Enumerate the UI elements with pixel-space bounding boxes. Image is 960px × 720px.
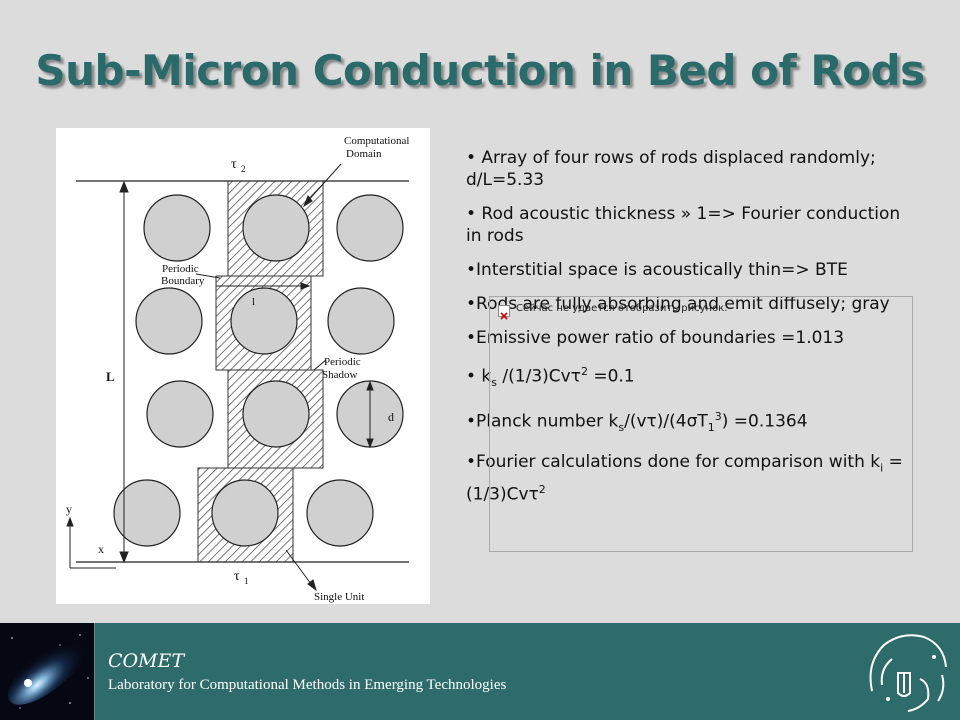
- label-periodic-boundary-2: Boundary: [161, 275, 205, 287]
- label-computational: Computational: [344, 135, 409, 147]
- label-tau2: τ: [231, 157, 237, 172]
- rod-bed-figure: Computational Domain τ 2 Periodic Bounda…: [56, 128, 430, 604]
- label-y: y: [66, 502, 72, 516]
- bullet-item: •Emissive power ratio of boundaries =1.0…: [466, 328, 845, 348]
- bullet-item: • Array of four rows of rods displaced r…: [466, 148, 876, 190]
- rod: [211, 479, 279, 547]
- label-periodic-boundary-1: Periodic: [162, 263, 199, 275]
- broken-image-placeholder: Сейчас не удается отобразить рисунок.: [489, 296, 913, 552]
- rod: [135, 287, 203, 355]
- footer-lab-name: Laboratory for Computational Methods in …: [108, 677, 507, 693]
- rods: [113, 194, 404, 547]
- rod: [242, 194, 310, 262]
- rod: [306, 479, 374, 547]
- footer-bar: COMET Laboratory for Computational Metho…: [0, 623, 960, 720]
- rod: [113, 479, 181, 547]
- label-single-unit: Single Unit: [314, 591, 364, 603]
- label-tau2-sub: 2: [241, 164, 246, 174]
- bullet-item-planck: •Planck number ks/(vτ)/(4σT13) =0.1364: [466, 410, 808, 435]
- rod: [242, 380, 310, 448]
- label-l: l: [252, 296, 255, 308]
- label-periodic-shadow-1: Periodic: [324, 356, 361, 368]
- bullet-item-fourier: •Fourier calculations done for compariso…: [466, 452, 903, 506]
- comet-image: [0, 623, 95, 720]
- label-tau1-sub: 1: [244, 576, 249, 586]
- broken-image-icon: [498, 305, 510, 320]
- slide-title: Sub-Micron Conduction in Bed of Rods: [35, 46, 925, 95]
- broken-image-message: Сейчас не удается отобразить рисунок.: [516, 303, 728, 314]
- bullet-list: • Array of four rows of rods displaced r…: [466, 147, 906, 518]
- bullet-item: •Interstitial space is acoustically thin…: [466, 260, 848, 280]
- bullet-item-ks: • ks /(1/3)Cvτ2 =0.1: [466, 365, 635, 390]
- footer-brand: COMET: [108, 650, 185, 672]
- label-d: d: [388, 410, 394, 424]
- label-x: x: [98, 542, 104, 556]
- university-seal-icon: [858, 629, 954, 717]
- rod: [230, 287, 298, 355]
- rod: [327, 287, 395, 355]
- rod: [146, 380, 214, 448]
- rod: [143, 194, 211, 262]
- label-periodic-shadow-2: Shadow: [322, 369, 358, 381]
- label-tau1: τ: [234, 569, 240, 584]
- rod: [336, 194, 404, 262]
- bullet-item: •Rods are fully absorbing and emit diffu…: [466, 294, 890, 314]
- label-L: L: [106, 369, 115, 384]
- label-domain: Domain: [346, 148, 382, 160]
- bullet-item: • Rod acoustic thickness » 1=> Fourier c…: [466, 204, 901, 246]
